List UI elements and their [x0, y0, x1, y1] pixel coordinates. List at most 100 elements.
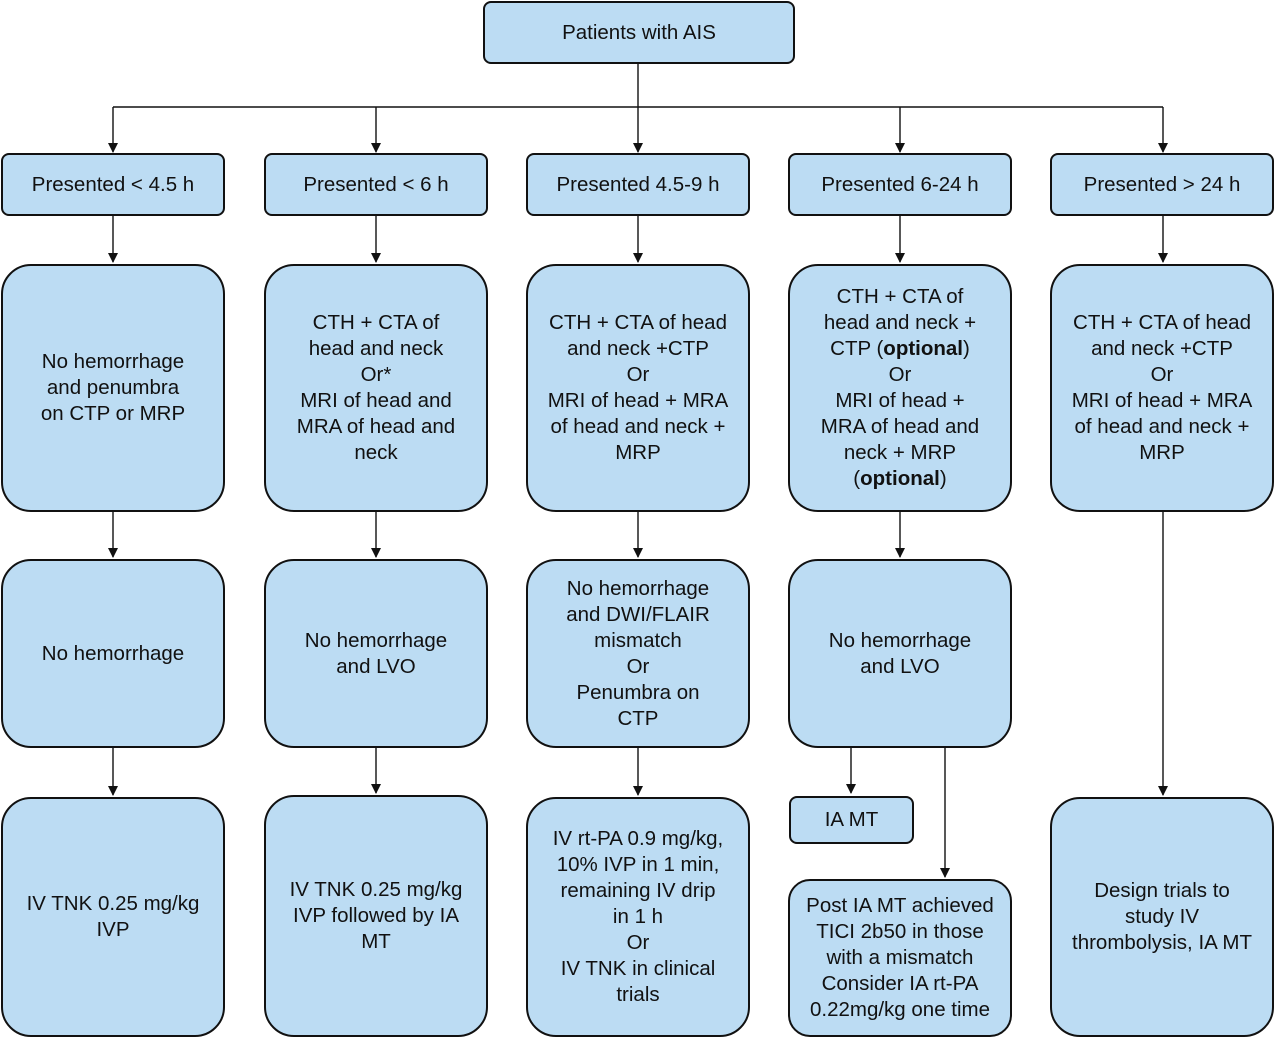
- text-line: of head and neck +: [550, 415, 726, 438]
- text-line: No hemorrhage: [828, 628, 972, 652]
- text-line: No hemorrhage: [41, 350, 185, 373]
- text-line: TICI 2b50 in those: [816, 920, 984, 943]
- treatment-text: IV TNK 0.25 mg/kg IVP followed by IA MT: [282, 877, 471, 955]
- text-line: neck: [354, 441, 398, 464]
- text-line: MT: [361, 930, 391, 953]
- header-label: Presented > 24 h: [1083, 172, 1241, 196]
- text-line: Consider IA rt-PA: [821, 972, 979, 995]
- header-node-1: Presented < 4.5 h: [1, 153, 225, 216]
- text-line: 10% IVP in 1 min,: [556, 853, 720, 876]
- text-line: study IV: [1124, 905, 1200, 928]
- text-line: CTP: [617, 706, 659, 730]
- header-label: Presented < 4.5 h: [31, 172, 195, 196]
- text-line: and neck +CTP: [1091, 337, 1233, 360]
- text-line: MRI of head + MRA: [547, 389, 729, 412]
- treatment-text: IV rt-PA 0.9 mg/kg, 10% IVP in 1 min, re…: [545, 826, 732, 1008]
- text-line: CTH + CTA of: [836, 285, 964, 308]
- imaging-node-5: CTH + CTA of head and neck +CTP Or MRI o…: [1050, 264, 1274, 512]
- imaging-node-3: CTH + CTA of head and neck +CTP Or MRI o…: [526, 264, 750, 512]
- finding-node-3: No hemorrhage and DWI/FLAIR mismatch Or …: [526, 559, 750, 748]
- treatment-node-1: IV TNK 0.25 mg/kg IVP: [1, 797, 225, 1037]
- text-line: MRP: [615, 441, 661, 464]
- text-fragment: CTP (: [830, 337, 884, 360]
- text-line: and neck +CTP: [567, 337, 709, 360]
- header-label: Presented < 6 h: [303, 172, 449, 196]
- finding-node-2: No hemorrhage and LVO: [264, 559, 488, 748]
- imaging-node-1: No hemorrhage and penumbra on CTP or MRP: [1, 264, 225, 512]
- text-line: with a mismatch: [826, 946, 974, 969]
- text-line: Or: [888, 363, 912, 386]
- imaging-text: CTH + CTA of head and neck +CTP Or MRI o…: [540, 310, 737, 466]
- text-line: MRI of head and: [300, 389, 452, 412]
- ia-mt-label: IA MT: [824, 808, 879, 831]
- ia-mt-node: IA MT: [789, 796, 914, 844]
- finding-text: No hemorrhage and LVO: [821, 628, 979, 680]
- text-line: MRI of head +: [835, 389, 965, 412]
- treatment-text: Design trials to study IV thrombolysis, …: [1064, 878, 1260, 956]
- text-line: Or: [626, 363, 650, 386]
- imaging-node-2: CTH + CTA of head and neck Or* MRI of he…: [264, 264, 488, 512]
- treatment-node-4: Post IA MT achieved TICI 2b50 in those w…: [788, 879, 1012, 1037]
- text-fragment: ): [939, 467, 947, 490]
- text-line: CTH + CTA of: [312, 311, 440, 334]
- optional-emphasis: optional: [883, 337, 964, 360]
- text-line: on CTP or MRP: [40, 402, 186, 425]
- text-line: MRA of head and: [296, 415, 456, 438]
- text-fragment: (: [853, 467, 861, 490]
- text-line: (optional): [821, 466, 979, 492]
- treatment-text: IV TNK 0.25 mg/kg IVP: [19, 891, 208, 943]
- imaging-text: CTH + CTA of head and neck +CTP Or MRI o…: [1064, 310, 1261, 466]
- treatment-node-2: IV TNK 0.25 mg/kg IVP followed by IA MT: [264, 795, 488, 1037]
- treatment-node-5: Design trials to study IV thrombolysis, …: [1050, 797, 1274, 1037]
- text-line: MRI of head + MRA: [1071, 389, 1253, 412]
- text-line: CTH + CTA of head: [549, 311, 727, 334]
- text-line: Or*: [360, 363, 392, 386]
- text-line: IVP followed by IA: [293, 904, 459, 927]
- text-line: MRA of head and: [820, 415, 980, 438]
- text-line: Or: [626, 931, 650, 954]
- imaging-text: CTH + CTA of head and neck + CTP (option…: [813, 284, 987, 492]
- text-line: IV TNK 0.25 mg/kg: [289, 878, 463, 901]
- text-line: in 1 h: [612, 905, 664, 928]
- finding-node-1: No hemorrhage: [1, 559, 225, 748]
- root-node: Patients with AIS: [483, 1, 795, 64]
- text-line: of head and neck +: [1074, 415, 1250, 438]
- finding-text: No hemorrhage and DWI/FLAIR mismatch Or …: [558, 576, 718, 732]
- text-line: Or: [1150, 363, 1174, 386]
- imaging-node-4: CTH + CTA of head and neck + CTP (option…: [788, 264, 1012, 512]
- text-line: No hemorrhage: [566, 576, 710, 600]
- text-line: CTH + CTA of head: [1073, 311, 1251, 334]
- text-fragment: ): [963, 337, 970, 360]
- finding-text: No hemorrhage: [34, 641, 192, 667]
- header-label: Presented 4.5-9 h: [556, 172, 720, 196]
- treatment-node-3: IV rt-PA 0.9 mg/kg, 10% IVP in 1 min, re…: [526, 797, 750, 1037]
- finding-node-4: No hemorrhage and LVO: [788, 559, 1012, 748]
- text-line: and penumbra: [46, 376, 180, 399]
- text-line: and LVO: [336, 654, 416, 678]
- text-line: thrombolysis, IA MT: [1072, 931, 1252, 954]
- header-node-2: Presented < 6 h: [264, 153, 488, 216]
- text-line: remaining IV drip: [560, 879, 716, 902]
- text-line: IV rt-PA 0.9 mg/kg,: [552, 827, 724, 850]
- text-line: and DWI/FLAIR: [566, 602, 710, 626]
- text-line: trials: [616, 983, 660, 1006]
- text-line: head and neck +: [823, 311, 977, 334]
- text-line: Or: [626, 654, 650, 678]
- text-line: No hemorrhage: [41, 641, 185, 665]
- header-label: Presented 6-24 h: [821, 172, 979, 196]
- root-label: Patients with AIS: [562, 20, 716, 44]
- imaging-text: CTH + CTA of head and neck Or* MRI of he…: [289, 310, 463, 466]
- text-line: IV TNK in clinical: [560, 957, 716, 980]
- text-line: and LVO: [860, 654, 940, 678]
- text-line: MRP: [1139, 441, 1185, 464]
- text-line: mismatch: [594, 628, 682, 652]
- imaging-text: No hemorrhage and penumbra on CTP or MRP: [33, 349, 193, 427]
- optional-emphasis: optional: [860, 467, 940, 490]
- text-line: IV TNK 0.25 mg/kg: [26, 892, 200, 915]
- text-line: CTP (optional): [821, 336, 979, 362]
- text-line: No hemorrhage: [304, 628, 448, 652]
- header-node-4: Presented 6-24 h: [788, 153, 1012, 216]
- text-line: Penumbra on: [576, 680, 700, 704]
